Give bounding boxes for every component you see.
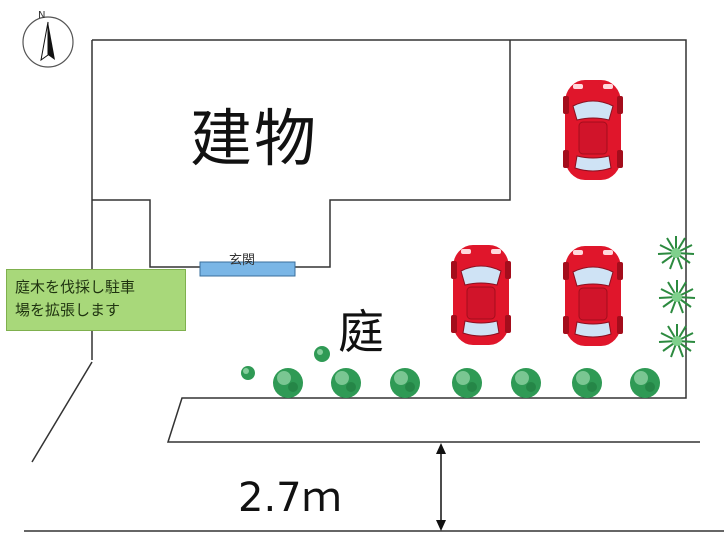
boundary-diagonal — [31, 361, 93, 463]
red-car-icon — [450, 244, 512, 346]
palm-plant-icon — [658, 323, 696, 358]
palm-plant-icon — [658, 279, 696, 314]
round-shrub-icon — [273, 368, 303, 398]
dimension-label: 2.7ｍ — [238, 475, 342, 521]
note-callout: 庭木を伐採し駐車 場を拡張します — [6, 269, 186, 331]
garden-label: 庭 — [338, 305, 384, 359]
site-boundary — [92, 39, 700, 443]
entrance-step — [199, 261, 296, 277]
red-car-icon — [562, 79, 624, 181]
round-shrub-icon — [630, 368, 660, 398]
building-outline — [92, 40, 511, 268]
round-shrub-icon — [390, 368, 420, 398]
note-line-2: 場を拡張します — [15, 301, 121, 319]
north-arrow-icon — [22, 16, 74, 68]
round-shrub-icon — [511, 368, 541, 398]
red-car-icon — [562, 245, 624, 347]
compass-label: N — [38, 10, 46, 21]
round-shrub-icon — [331, 368, 361, 398]
palm-plant-icon — [657, 235, 695, 270]
building-label: 建物 — [190, 102, 319, 175]
small-shrub-icon — [314, 346, 330, 362]
round-shrub-icon — [452, 368, 482, 398]
dimension-arrow-icon — [436, 443, 446, 531]
note-line-1: 庭木を伐採し駐車 — [15, 278, 136, 296]
round-shrub-icon — [572, 368, 602, 398]
entrance-label: 玄関 — [229, 253, 256, 268]
small-shrub-icon — [241, 366, 255, 380]
